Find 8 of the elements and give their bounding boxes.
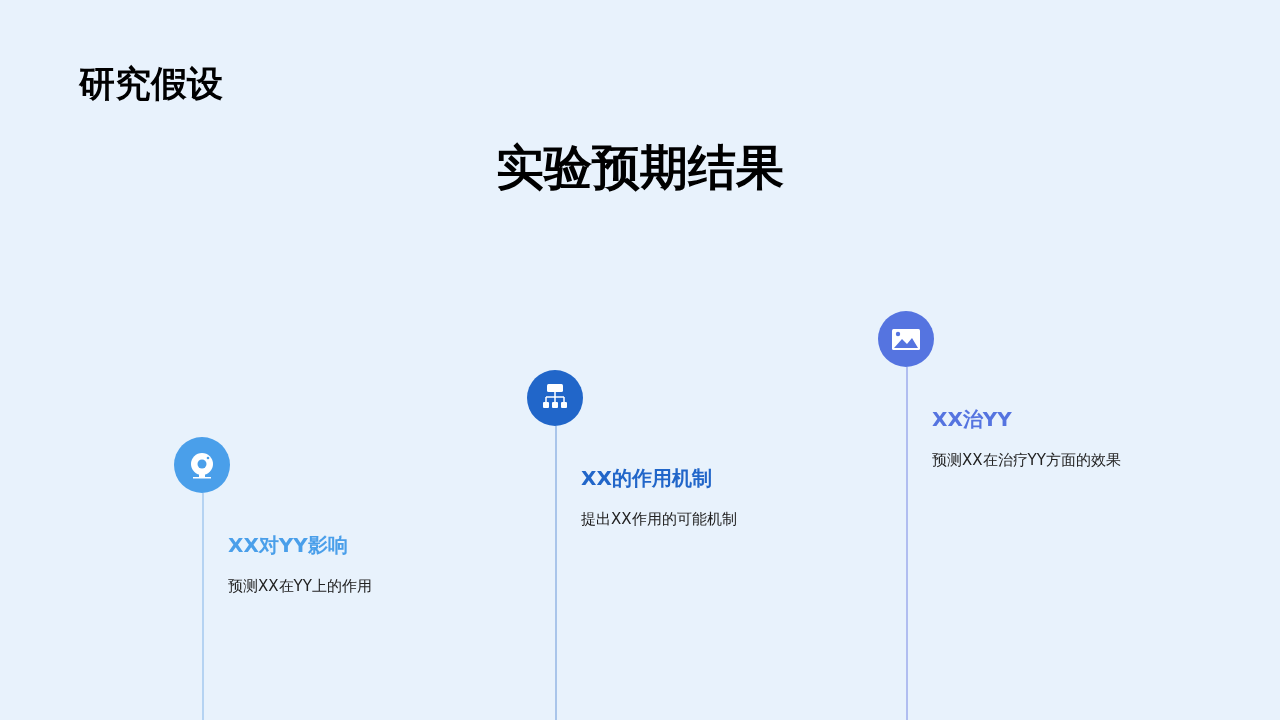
item-description: 预测XX在治疗YY方面的效果	[932, 451, 1121, 470]
slide-title: 实验预期结果	[496, 138, 784, 197]
item-description: 预测XX在YY上的作用	[228, 577, 372, 596]
item-heading: XX的作用机制	[581, 465, 712, 492]
item-heading: XX治YY	[932, 406, 1012, 433]
item-description: 提出XX作用的可能机制	[581, 510, 737, 529]
section-heading: 研究假设	[79, 62, 223, 106]
item-heading: XX对YY影响	[228, 532, 348, 559]
